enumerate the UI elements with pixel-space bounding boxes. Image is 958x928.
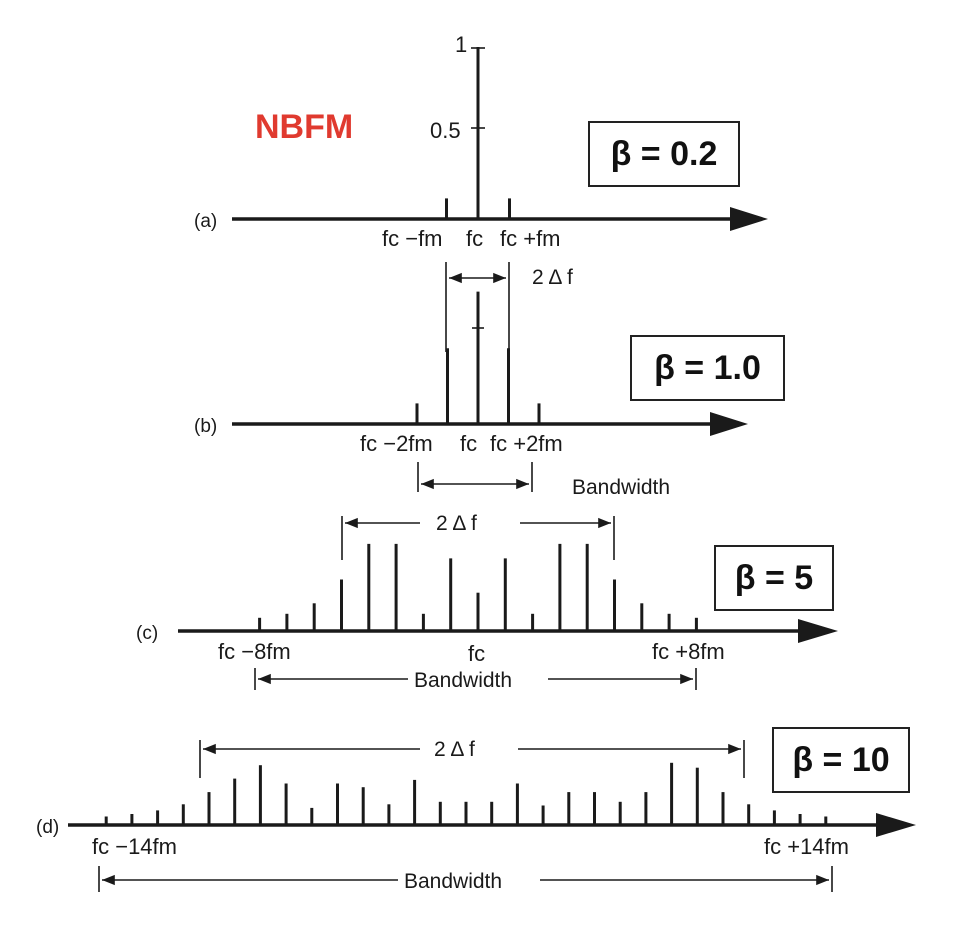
panel-b: (b) fc −2fm fc fc +2fm Bandwidth (194, 291, 748, 499)
axis-arrow-d (876, 813, 916, 837)
panel-d: (d) 2 Δ f fc −14fm fc +14fm Bandwidth (36, 738, 916, 893)
spectral-lines-a (445, 47, 511, 219)
freq-label-c-center: fc (468, 641, 485, 666)
panel-label-a: (a) (194, 211, 217, 232)
beta-box-c: β = 5 (714, 545, 834, 611)
freq-label-a-upper: fc +fm (500, 226, 561, 251)
panel-label-c: (c) (136, 623, 158, 644)
beta-box-a: β = 0.2 (588, 121, 740, 187)
panel-c: (c) 2 Δ f fc −8fm fc fc +8fm Bandwidth (136, 512, 838, 692)
panel-label-d: (d) (36, 817, 59, 838)
span-label-d: 2 Δ f (434, 738, 475, 761)
span-label-a: 2 Δ f (532, 266, 573, 289)
beta-box-d: β = 10 (772, 727, 910, 793)
span-label-c: 2 Δ f (436, 512, 477, 535)
axis-arrow-a (730, 207, 768, 231)
bandwidth-label-d: Bandwidth (404, 870, 502, 893)
spectral-lines-b (415, 291, 541, 424)
bandwidth-label-c: Bandwidth (414, 669, 512, 692)
amplitude-tick-half: 0.5 (430, 118, 461, 143)
axis-arrow-b (710, 412, 748, 436)
freq-label-a-center: fc (466, 226, 483, 251)
amplitude-tick-1: 1 (455, 32, 467, 57)
bandwidth-label-b: Bandwidth (572, 476, 670, 499)
nbfm-label: NBFM (255, 108, 354, 146)
panel-label-b: (b) (194, 416, 217, 437)
freq-label-b-center: fc (460, 431, 477, 456)
freq-label-d-lower: fc −14fm (92, 834, 177, 859)
freq-label-c-lower: fc −8fm (218, 639, 291, 664)
freq-label-a-lower: fc −fm (382, 226, 443, 251)
spectral-lines-d (104, 762, 828, 825)
freq-label-d-upper: fc +14fm (764, 834, 849, 859)
freq-label-c-upper: fc +8fm (652, 639, 725, 664)
axis-arrow-c (798, 619, 838, 643)
beta-box-b: β = 1.0 (630, 335, 785, 401)
freq-label-b-upper: fc +2fm (490, 431, 563, 456)
panel-a: (a) 1 0.5 fc −fm fc fc +fm 2 Δ f (194, 32, 768, 352)
spectral-lines-c (258, 543, 698, 631)
freq-label-b-lower: fc −2fm (360, 431, 433, 456)
